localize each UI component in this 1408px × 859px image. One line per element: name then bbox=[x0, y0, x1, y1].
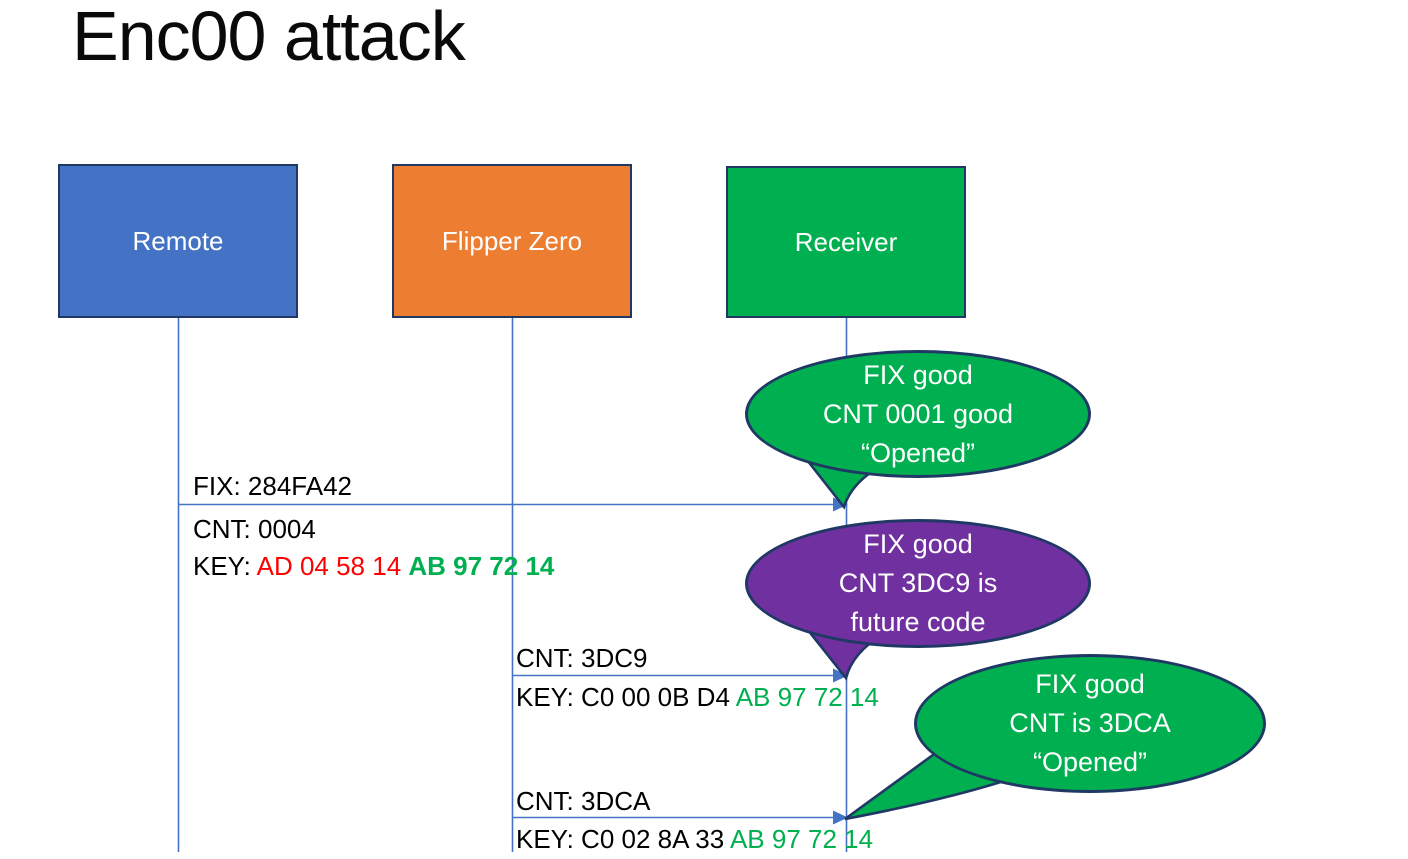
page-title: Enc00 attack bbox=[72, 0, 466, 75]
callout1-line2: CNT 0001 good bbox=[822, 398, 1014, 429]
actor-box-remote: Remote bbox=[58, 164, 298, 318]
message2-cnt-label: CNT: 3DC9 bbox=[516, 643, 648, 673]
message1-key-changed-bytes: AD 04 58 14 bbox=[256, 551, 409, 581]
message1-key-label: KEY: AD 04 58 14 AB 97 72 14 bbox=[193, 548, 554, 585]
message3-arrowhead-icon bbox=[833, 810, 848, 825]
message1-fix-label: FIX: 284FA42 bbox=[193, 471, 352, 501]
actor-flipper-zero-label: Flipper Zero bbox=[441, 225, 583, 256]
callout-receiver-future-code: FIX good CNT 3DC9 is future code bbox=[745, 519, 1091, 648]
message2-arrowhead-icon bbox=[833, 668, 848, 683]
message3-cnt-label: CNT: 3DCA bbox=[516, 786, 651, 816]
message1-key-fixed-bytes: AB 97 72 14 bbox=[408, 551, 555, 581]
actor-box-receiver: Receiver bbox=[726, 166, 966, 318]
callout3-line1: FIX good bbox=[1035, 669, 1145, 699]
message1-cnt-label: CNT: 0004 bbox=[193, 514, 316, 544]
callout-receiver-opened-1: FIX good CNT 0001 good “Opened” bbox=[745, 350, 1091, 478]
message2-key-label: KEY: C0 00 0B D4 AB 97 72 14 bbox=[516, 679, 879, 716]
callout3-line2: CNT is 3DCA bbox=[1009, 708, 1171, 738]
callout1-line1: FIX good bbox=[863, 359, 973, 390]
message3-key-prefix: KEY: bbox=[516, 824, 582, 854]
callout1-line3: “Opened” bbox=[860, 437, 976, 468]
callout3-line3: “Opened” bbox=[1032, 747, 1148, 777]
callout2-line1: FIX good bbox=[863, 529, 973, 559]
callout2-line2: CNT 3DC9 is bbox=[838, 568, 998, 598]
message2-key-changed-bytes: C0 00 0B D4 bbox=[581, 682, 736, 712]
message2-key-prefix: KEY: bbox=[516, 682, 582, 712]
callout-receiver-opened-2: FIX good CNT is 3DCA “Opened” bbox=[914, 654, 1266, 793]
actor-box-flipper-zero: Flipper Zero bbox=[392, 164, 632, 318]
callout2-line3: future code bbox=[850, 607, 986, 637]
message1-payload-label: CNT: 0004 KEY: AD 04 58 14 AB 97 72 14 bbox=[193, 511, 554, 585]
actor-receiver-label: Receiver bbox=[794, 226, 898, 257]
message1-key-prefix: KEY: bbox=[193, 551, 257, 581]
message3-key-changed-bytes: C0 02 8A 33 bbox=[581, 824, 730, 854]
actor-remote-label: Remote bbox=[132, 225, 224, 256]
message3-key-fixed-bytes: AB 97 72 14 bbox=[729, 824, 874, 854]
message3-key-label: KEY: C0 02 8A 33 AB 97 72 14 bbox=[516, 821, 873, 858]
message2-key-fixed-bytes: AB 97 72 14 bbox=[735, 682, 879, 712]
